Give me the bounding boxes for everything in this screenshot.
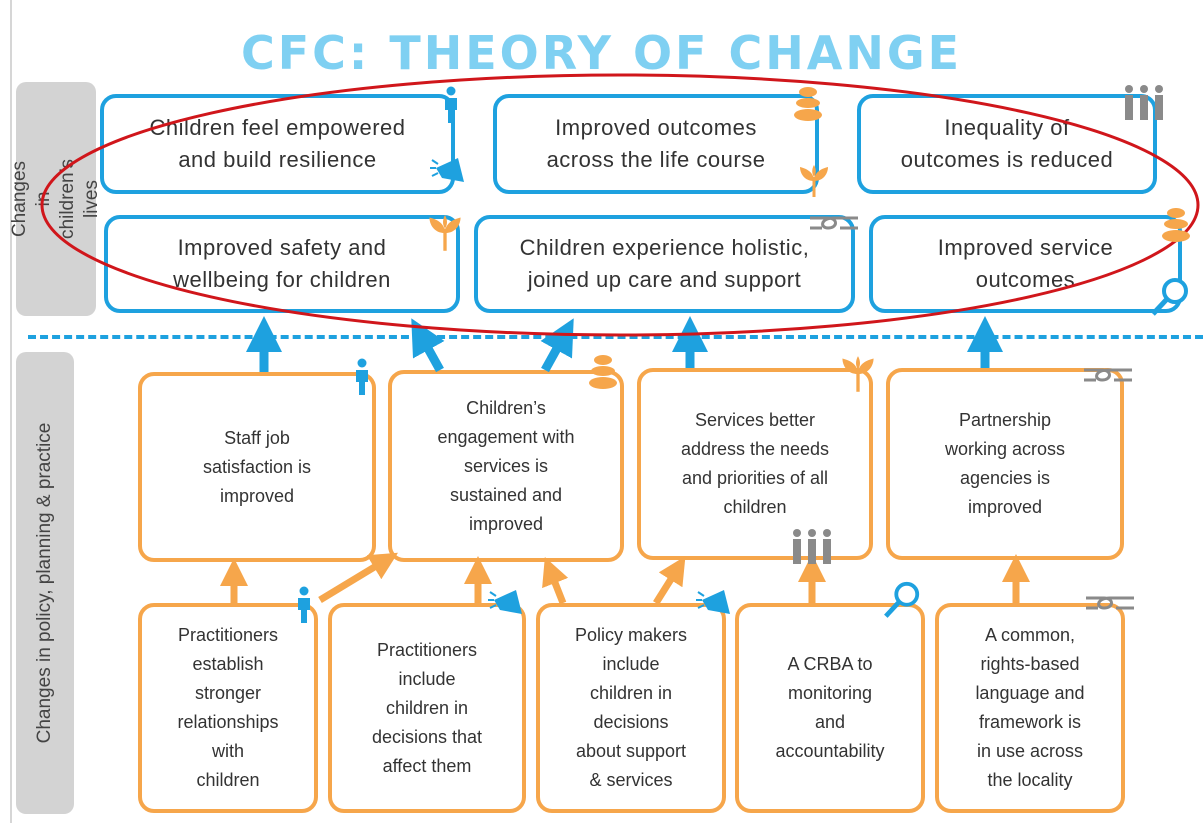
arrow-policymakers-to-engagement: [542, 556, 569, 605]
magnifier-icon: [884, 581, 920, 618]
megaphone-icon: [696, 590, 730, 614]
stones-icon: [1162, 208, 1190, 242]
stones-icon: [794, 87, 822, 121]
outcome-box-empowered: Children feel empowered and build resili…: [100, 94, 455, 194]
left-margin-line: [10, 0, 12, 823]
arrow-policymakers-to-services: [653, 556, 686, 605]
policy-box-staff-satisfaction: Staff job satisfaction is improved: [138, 372, 376, 562]
policy-box-crba: A CRBA to monitoring and accountability: [735, 603, 925, 813]
diagram-title: CFC: THEORY OF CHANGE: [240, 26, 963, 80]
sidebar-policy-practice: Changes in policy, planning & practice: [16, 352, 74, 814]
policy-box-practitioners-include: Practitioners include children in decisi…: [328, 603, 526, 813]
divider-dashed-line: [28, 335, 1203, 339]
outcome-box-holistic-care: Children experience holistic, joined up …: [474, 215, 855, 313]
policy-box-common-language: A common, rights-based language and fram…: [935, 603, 1125, 813]
policy-box-policy-makers: Policy makers include children in decisi…: [536, 603, 726, 813]
plant-icon: [800, 165, 828, 197]
people-icon: [1125, 85, 1163, 120]
arrow-engagement-to-safety: [411, 318, 445, 373]
outcome-box-life-course: Improved outcomes across the life course: [493, 94, 819, 194]
plant-icon: [842, 356, 874, 392]
annotation-ellipse: [40, 73, 1200, 337]
sidebar-childrens-lives: Changes in children’s lives: [9, 82, 102, 316]
megaphone-icon: [430, 158, 464, 182]
outcome-box-inequality: Inequality of outcomes is reduced: [857, 94, 1157, 194]
arrow-relationships-to-engagement: [318, 552, 398, 603]
person-icon: [356, 358, 368, 395]
policy-box-engagement: Children’s engagement with services is s…: [388, 370, 624, 562]
rope-knot-icon: [1084, 368, 1132, 382]
arrow-engagement-to-holistic: [540, 318, 574, 373]
person-icon: [445, 86, 457, 123]
magnifier-icon: [1151, 278, 1188, 316]
policy-box-services-needs: Services better address the needs and pr…: [637, 368, 873, 560]
plant-icon: [429, 215, 461, 251]
person-icon: [298, 586, 310, 623]
rope-knot-icon: [1086, 596, 1134, 610]
policy-box-relationships: Practitioners establish stronger relatio…: [138, 603, 318, 813]
stones-icon: [589, 355, 617, 389]
megaphone-icon: [488, 590, 522, 614]
rope-knot-icon: [810, 216, 858, 230]
people-icon: [793, 529, 831, 564]
